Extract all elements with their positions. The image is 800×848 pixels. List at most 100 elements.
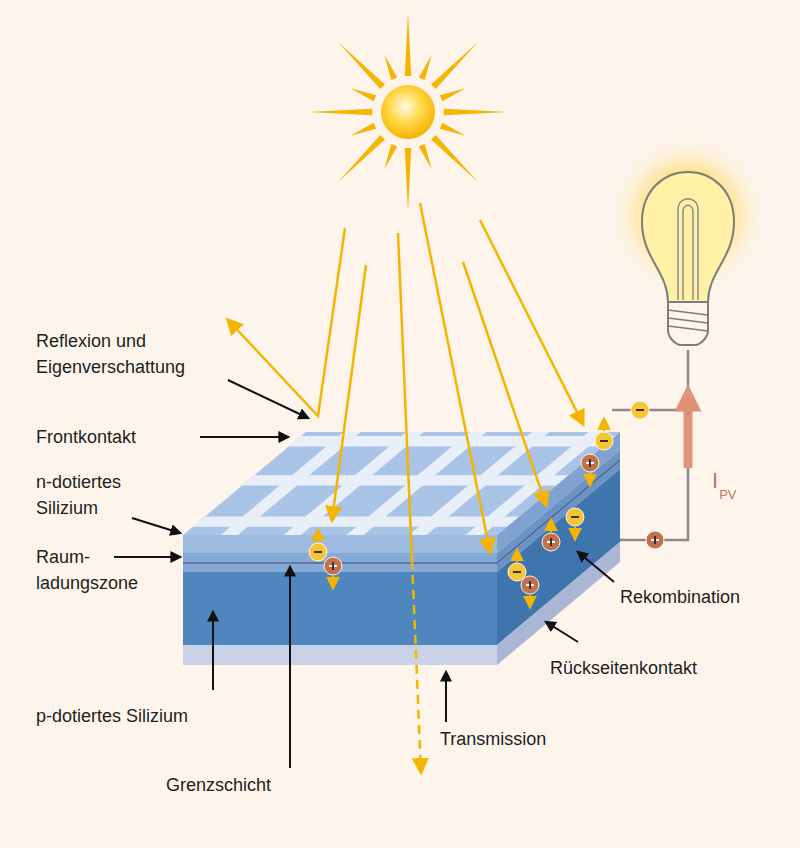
sun-ray (405, 148, 411, 212)
leader-line (200, 436, 288, 438)
charge-sign (332, 562, 334, 570)
carrier-motion (589, 473, 591, 485)
part-label: Grenzschicht (166, 772, 271, 798)
carrier-motion (574, 527, 576, 539)
sun-ray (384, 55, 397, 80)
electron (508, 550, 526, 581)
part-label: n-dotiertes Silizium (36, 469, 148, 521)
hole (521, 576, 539, 607)
contact-finger (289, 436, 615, 446)
current-symbol: I (712, 468, 718, 494)
carrier-motion (516, 550, 518, 562)
hole (542, 520, 560, 551)
sun-disc (381, 85, 435, 139)
electron (309, 530, 327, 561)
carrier-dot (309, 543, 327, 561)
carrier-dot (581, 454, 599, 472)
light-ray (398, 233, 412, 560)
part-label: Frontkontakt (36, 424, 136, 450)
carrier-dot (646, 531, 664, 549)
solar-cell (183, 432, 620, 665)
part-label: Rückseitenkontakt (550, 655, 697, 681)
leader-line (114, 556, 180, 558)
carrier-dot (595, 432, 613, 450)
bulb-base (668, 302, 708, 345)
front-contact-grid (193, 432, 615, 535)
sun-ray (431, 41, 479, 89)
part-label: Reflexion und Eigenverschattung (36, 328, 221, 380)
charge-sign (529, 581, 531, 589)
wire (612, 350, 688, 540)
leader-line (289, 567, 291, 768)
hole (646, 531, 664, 549)
electron (631, 401, 649, 419)
sun-ray (351, 88, 376, 101)
transmitted-ray (412, 560, 421, 772)
leader-line (212, 612, 214, 690)
sun-ray (431, 135, 479, 183)
charge-sign (513, 571, 521, 573)
current-symbol: PV (719, 482, 736, 508)
leader-lines (114, 380, 614, 768)
back-contact (183, 645, 497, 665)
charge-sign (571, 516, 579, 518)
bulb-glass (642, 172, 734, 302)
contact-finger (193, 517, 519, 527)
leader-line (445, 672, 447, 722)
sun-ray (337, 135, 385, 183)
hole (324, 557, 342, 588)
top-face (183, 432, 620, 535)
charge-carriers (309, 401, 664, 607)
bulb-thread (668, 310, 708, 331)
leader-line (578, 552, 614, 582)
electron (595, 419, 613, 450)
carrier-motion (317, 530, 319, 542)
carrier-motion (550, 520, 552, 532)
carrier-motion (332, 576, 334, 588)
carrier-motion (603, 419, 605, 431)
carrier-dot (324, 557, 342, 575)
light-ray (332, 265, 366, 520)
n-layer (183, 535, 497, 553)
charge-sign (654, 536, 656, 544)
sun-ray (384, 144, 397, 169)
light-rays (228, 203, 583, 772)
light-ray (463, 262, 546, 505)
bulb-filament (678, 199, 698, 300)
leader-line (132, 518, 180, 533)
sun-ray (440, 123, 465, 136)
carrier-motion (529, 595, 531, 607)
p-layer (183, 572, 497, 645)
sun-ray (444, 109, 508, 115)
sun-ray (419, 144, 432, 169)
electron (566, 508, 584, 539)
light-ray (480, 220, 583, 424)
sun-ray (308, 109, 372, 115)
charge-sign (589, 459, 591, 467)
carrier-dot (566, 508, 584, 526)
hole (581, 454, 599, 485)
wire (612, 350, 688, 410)
sun-ray (337, 41, 385, 89)
back-contact-side (497, 542, 620, 665)
sun (308, 12, 508, 212)
part-label: Raum- ladungszone (36, 544, 148, 596)
charge-sign (636, 409, 644, 411)
part-label: Transmission (440, 726, 546, 752)
part-label: p-dotiertes Silizium (36, 703, 188, 729)
sun-ray (419, 55, 432, 80)
leader-line (228, 380, 308, 418)
wire (620, 400, 688, 540)
current-arrow (684, 398, 693, 468)
carrier-dot (542, 533, 560, 551)
light-ray (420, 203, 490, 552)
charge-sign (314, 551, 322, 553)
leader-line (546, 622, 578, 642)
contact-finger (242, 475, 568, 485)
carrier-dot (521, 576, 539, 594)
carrier-dot (631, 401, 649, 419)
charge-sign (600, 440, 608, 442)
part-label: Rekombination (620, 584, 740, 610)
sun-ray (440, 88, 465, 101)
charge-sign (550, 538, 552, 546)
